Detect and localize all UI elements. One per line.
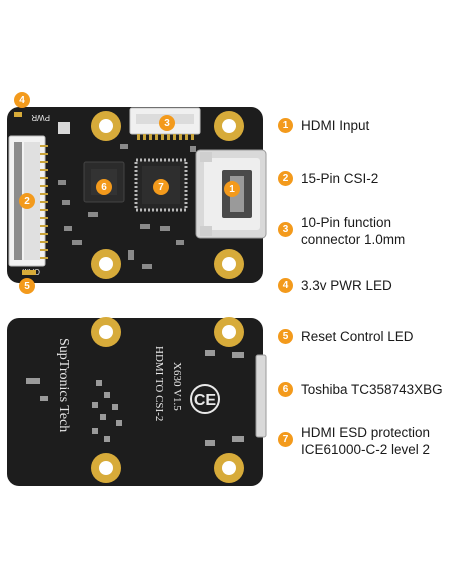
legend-badge: 2 (278, 171, 293, 186)
front-board: PWR CAM (7, 107, 267, 283)
mounting-hole (214, 111, 244, 141)
smd-components (14, 112, 196, 269)
model-silk: X630 V1.5 (171, 362, 183, 411)
legend-badge: 5 (278, 329, 293, 344)
mounting-hole (214, 453, 244, 483)
callout-1: 1 (224, 181, 240, 197)
back-pads (26, 350, 244, 446)
back-board: CE SupTronics Tech X630 V1.5 HDMI TO CSI… (7, 317, 267, 486)
ce-mark-circle (190, 384, 220, 414)
legend-label: HDMI Input (301, 118, 370, 133)
callout-2: 2 (19, 193, 35, 209)
reset-led (22, 270, 36, 275)
legend-item-4: 4 3.3v PWR LED (278, 277, 392, 294)
legend-label: 15-Pin CSI-2 (301, 171, 379, 186)
mounting-hole (214, 249, 244, 279)
callout-5: 5 (19, 278, 35, 294)
legend-badge: 3 (278, 222, 293, 237)
legend-label: Reset Control LED (301, 329, 414, 344)
legend-item-6: 6 Toshiba TC358743XBG (278, 381, 443, 398)
legend-item-5: 5 Reset Control LED (278, 328, 414, 345)
desc-silk: HDMI TO CSI-2 (153, 346, 165, 421)
callout-4: 4 (14, 92, 30, 108)
legend-label: Toshiba TC358743XBG (301, 382, 443, 397)
legend-badge: 4 (278, 278, 293, 293)
legend-item-1: 1 HDMI Input (278, 117, 369, 134)
mounting-hole (91, 111, 121, 141)
legend-badge: 6 (278, 382, 293, 397)
legend-badge: 7 (278, 432, 293, 447)
hdmi-shell (255, 354, 267, 438)
legend-badge: 1 (278, 118, 293, 133)
brand-silk: SupTronics Tech (56, 338, 71, 432)
legend-item-2: 2 15-Pin CSI-2 (278, 170, 378, 187)
callout-7: 7 (153, 179, 169, 195)
ce-mark: CE (194, 392, 217, 409)
mounting-hole (91, 453, 121, 483)
callout-3: 3 (159, 115, 175, 131)
legend-label: 3.3v PWR LED (301, 278, 392, 293)
callout-6: 6 (96, 179, 112, 195)
mounting-hole (214, 317, 244, 347)
mounting-hole (91, 317, 121, 347)
mounting-hole (91, 249, 121, 279)
silk-pwr: PWR (31, 113, 50, 122)
